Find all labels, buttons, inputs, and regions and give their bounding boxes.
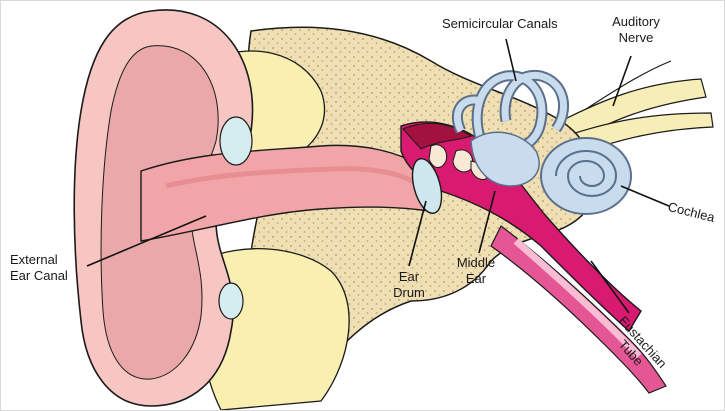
label-auditory-nerve-line1: Auditory (601, 14, 671, 30)
label-semicircular-canals: Semicircular Canals (442, 16, 558, 32)
label-external-ear-canal-line1: External (10, 252, 68, 268)
cartilage-upper-shape (220, 117, 252, 165)
label-middle-ear-line1: Middle (453, 255, 499, 271)
label-ear-drum: Ear Drum (387, 269, 431, 301)
label-external-ear-canal: External Ear Canal (10, 252, 68, 284)
cochlea-shape (541, 138, 631, 214)
cartilage-lower-shape (219, 283, 243, 319)
label-auditory-nerve-line2: Nerve (601, 30, 671, 46)
label-ear-drum-line1: Ear (387, 269, 431, 285)
label-ear-drum-line2: Drum (387, 285, 431, 301)
label-external-ear-canal-line2: Ear Canal (10, 268, 68, 284)
label-middle-ear: Middle Ear (453, 255, 499, 287)
label-middle-ear-line2: Ear (453, 271, 499, 287)
label-auditory-nerve: Auditory Nerve (601, 14, 671, 46)
